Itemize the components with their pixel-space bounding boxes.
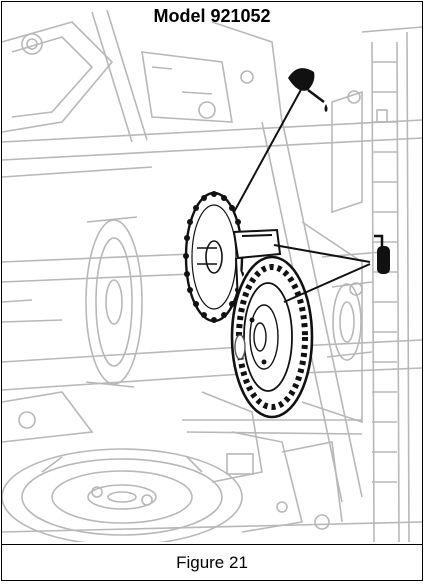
background-machinery	[2, 9, 422, 542]
chain-sprocket	[183, 191, 245, 323]
caption-divider	[2, 544, 422, 545]
grease-tube-icon	[374, 234, 390, 274]
large-gear	[230, 255, 314, 419]
model-label: Model 921052	[153, 6, 271, 26]
technical-illustration	[2, 9, 422, 542]
sprocket-gear-assembly	[183, 191, 314, 419]
figure-caption: Figure 21	[176, 553, 248, 572]
oil-can-icon	[288, 68, 328, 112]
leader-lines	[233, 85, 371, 303]
